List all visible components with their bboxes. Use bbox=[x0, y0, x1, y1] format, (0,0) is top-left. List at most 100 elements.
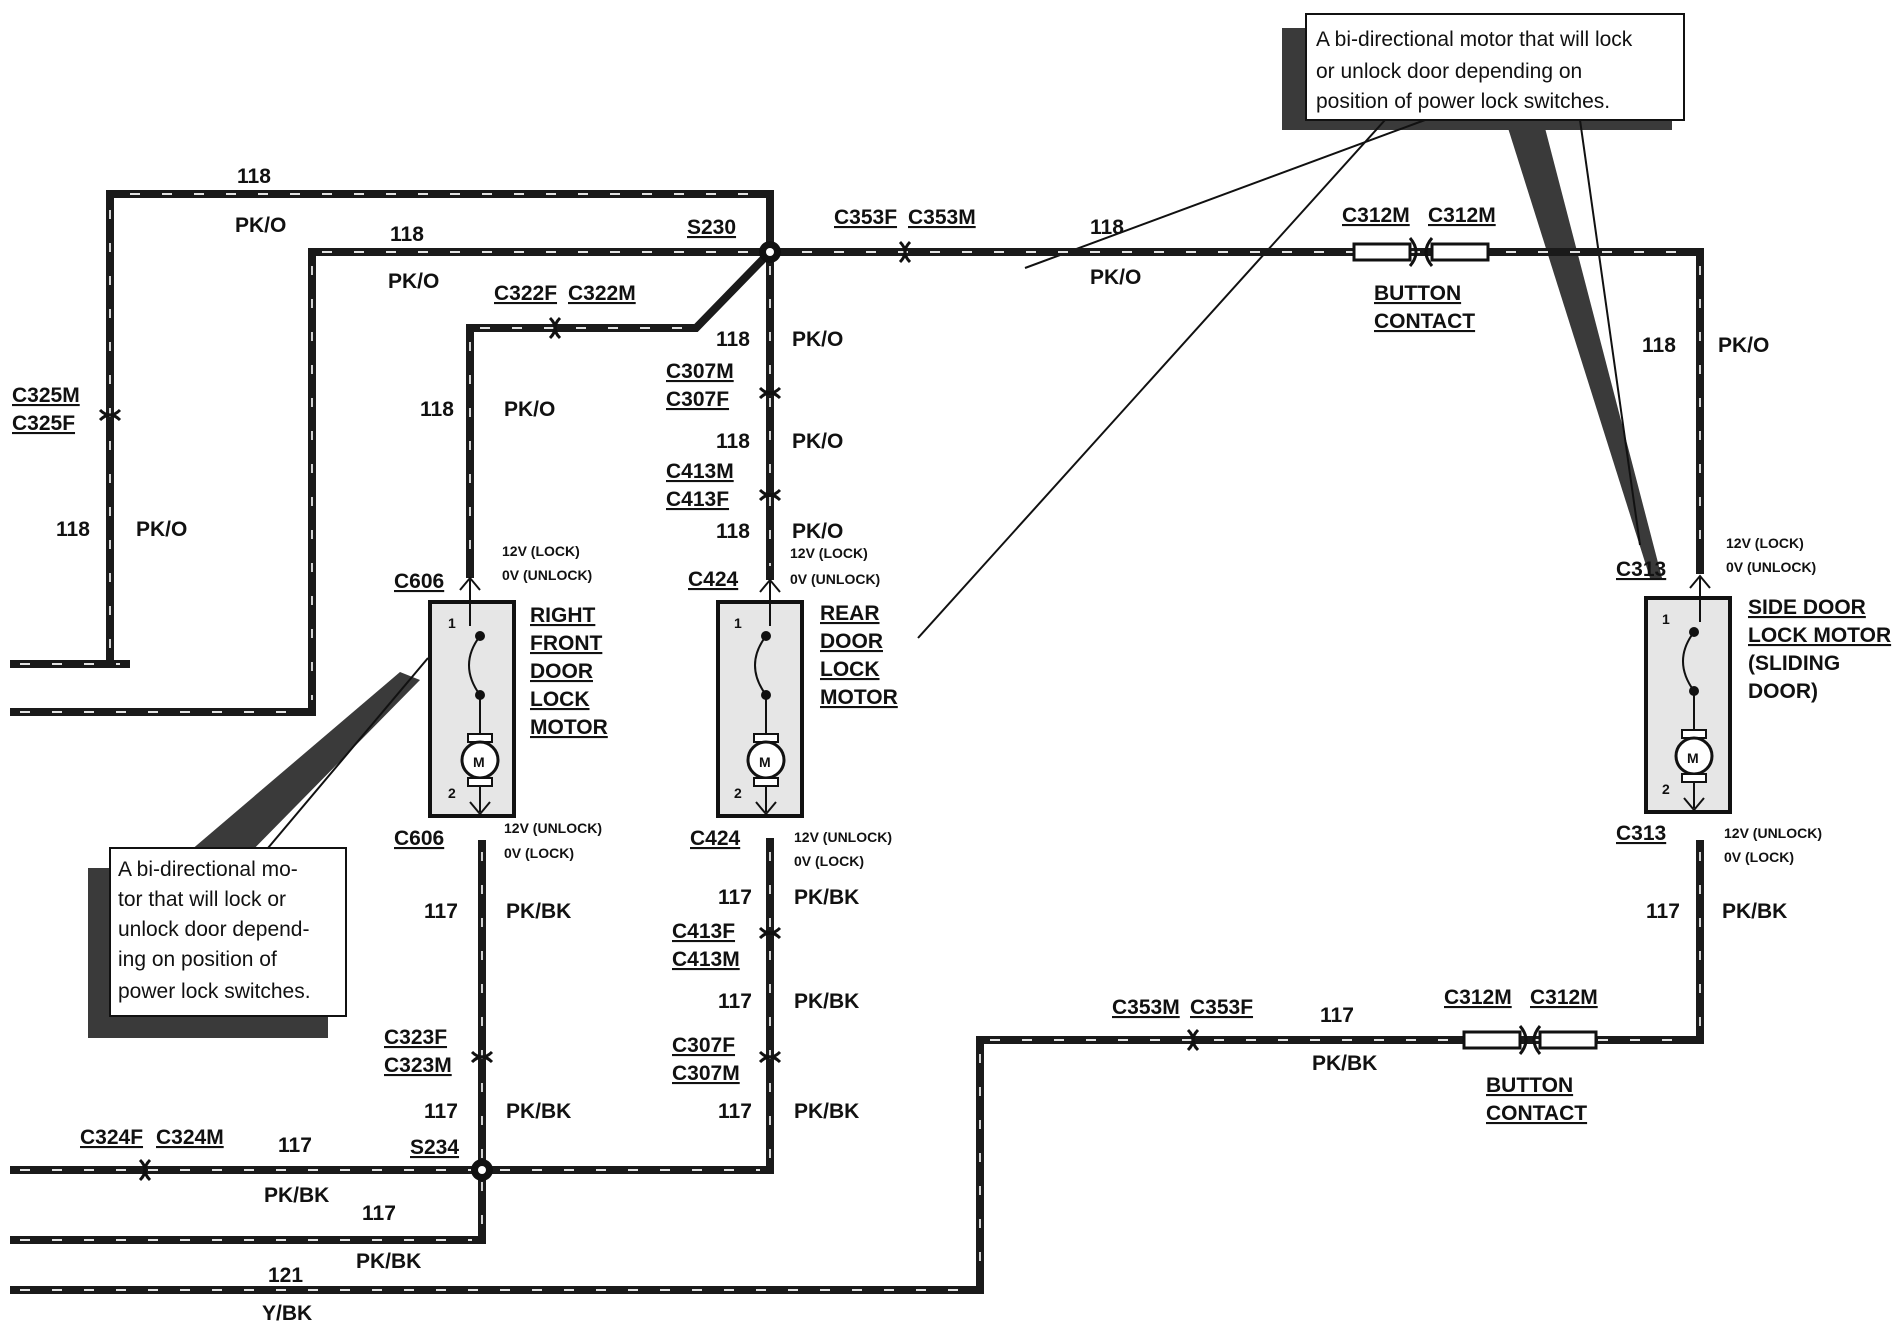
motor-right-front-pin1: 1 bbox=[448, 615, 456, 631]
title-side-1: SIDE DOOR bbox=[1748, 596, 1866, 619]
label-c413-bot-f: C413F bbox=[672, 920, 735, 943]
label-rear-state-top-2: 0V (UNLOCK) bbox=[790, 571, 880, 587]
c312-bot-symbol-b bbox=[1532, 1025, 1542, 1055]
label-pko-main: PK/O bbox=[388, 270, 439, 293]
motor-rear-pin2: 2 bbox=[734, 785, 742, 801]
label-117-bottom-2: 117 bbox=[362, 1202, 396, 1225]
c324-symbol-b bbox=[138, 1158, 147, 1182]
motor-side-pin2: 2 bbox=[1662, 781, 1670, 797]
label-118-main: 118 bbox=[390, 223, 424, 246]
label-c312-top-a: C312M bbox=[1342, 204, 1410, 227]
note-top-box bbox=[1305, 13, 1685, 121]
motor-right-front: M 1 2 bbox=[428, 576, 516, 818]
label-pkbk-rear-1: PK/BK bbox=[794, 886, 859, 909]
wire-118-outer-loop bbox=[106, 190, 774, 664]
label-c413-top-m: C413M bbox=[666, 460, 734, 483]
label-pko-side: PK/O bbox=[1718, 334, 1769, 357]
splice-s230-center bbox=[766, 248, 774, 256]
c353-top-symbol-b bbox=[898, 240, 907, 264]
c312-top-symbol-a bbox=[1408, 237, 1418, 267]
label-118-top-loop: 118 bbox=[237, 165, 271, 188]
motor-right-front-switch bbox=[468, 635, 481, 696]
label-118-rear-2: 118 bbox=[716, 430, 750, 453]
label-c353-bot-m: C353M bbox=[1112, 996, 1180, 1019]
label-rear-state-bot-2: 0V (LOCK) bbox=[794, 853, 864, 869]
label-c323-f: C323F bbox=[384, 1026, 447, 1049]
label-pko-rear-2: PK/O bbox=[792, 430, 843, 453]
label-pko-c325: PK/O bbox=[136, 518, 187, 541]
title-rf-2: FRONT bbox=[530, 632, 602, 655]
motor-side-pin2-arrow bbox=[1683, 782, 1705, 812]
c322-symbol-b bbox=[548, 316, 557, 340]
connector-symbols bbox=[98, 240, 1200, 1182]
wire-117-right-front bbox=[10, 840, 486, 1244]
label-pkbk-rear-2: PK/BK bbox=[794, 990, 859, 1013]
note-left-line-3: unlock door depend- bbox=[118, 918, 309, 941]
label-c324-f: C324F bbox=[80, 1126, 143, 1149]
note-top-leader-rear-2 bbox=[1024, 119, 1426, 269]
note-top-line-2: or unlock door depending on bbox=[1316, 60, 1582, 83]
label-pkbk-rear-3: PK/BK bbox=[794, 1100, 859, 1123]
title-rear-1: REAR bbox=[820, 602, 880, 625]
label-c313-bottom: C313 bbox=[1616, 822, 1666, 845]
label-c606-bottom: C606 bbox=[394, 827, 444, 850]
button-contact-top bbox=[1352, 237, 1490, 267]
title-side-2: LOCK MOTOR bbox=[1748, 624, 1891, 647]
motor-side-pin1-arrow bbox=[1689, 574, 1711, 622]
label-117-rear-1: 117 bbox=[718, 886, 752, 909]
label-118-top-run: 118 bbox=[1090, 216, 1124, 239]
motor-rear-pin2-arrow bbox=[755, 786, 777, 816]
motor-side-brush-bottom bbox=[1681, 773, 1707, 783]
label-118-rear-1: 118 bbox=[716, 328, 750, 351]
motor-rear: M 1 2 bbox=[716, 578, 804, 818]
note-top-line-3: position of power lock switches. bbox=[1316, 90, 1610, 113]
label-pkbk-side-run: PK/BK bbox=[1312, 1052, 1377, 1075]
label-c307-bot-f: C307F bbox=[672, 1034, 735, 1057]
motor-right-front-pin2-arrow bbox=[469, 786, 491, 816]
c325-female-symbol bbox=[98, 413, 122, 422]
label-c325-f: C325F bbox=[12, 412, 75, 435]
c312-top-left-plug bbox=[1352, 242, 1412, 262]
label-pkbk-bottom-2: PK/BK bbox=[356, 1250, 421, 1273]
label-c606-top: C606 bbox=[394, 570, 444, 593]
note-left-line-1: A bi-directional mo- bbox=[118, 858, 298, 881]
label-rf-state-top-1: 12V (LOCK) bbox=[502, 543, 580, 559]
title-rear-4: MOTOR bbox=[820, 686, 898, 709]
label-c313-top: C313 bbox=[1616, 558, 1666, 581]
title-rear-3: LOCK bbox=[820, 658, 880, 681]
motor-rear-pin1: 1 bbox=[734, 615, 742, 631]
label-117-rf-1: 117 bbox=[424, 900, 458, 923]
note-top-callout: A bi-directional motor that will lock or… bbox=[917, 13, 1685, 639]
label-c307-bot-m: C307M bbox=[672, 1062, 740, 1085]
label-117-bottom-1: 117 bbox=[278, 1134, 312, 1157]
note-left-line-4: ing on position of bbox=[118, 948, 277, 971]
label-117-side: 117 bbox=[1646, 900, 1680, 923]
c312-bot-symbol-a bbox=[1518, 1025, 1528, 1055]
label-s234: S234 bbox=[410, 1136, 459, 1159]
motor-rear-brush-bottom bbox=[753, 777, 779, 787]
c312-bot-left-plug bbox=[1462, 1030, 1522, 1050]
button-contact-bottom bbox=[1462, 1025, 1598, 1055]
label-c322-m: C322M bbox=[568, 282, 636, 305]
label-pko-top-run: PK/O bbox=[1090, 266, 1141, 289]
c307-bot-symbol-b bbox=[758, 1050, 782, 1059]
label-side-state-top-2: 0V (UNLOCK) bbox=[1726, 559, 1816, 575]
title-rear-2: DOOR bbox=[820, 630, 883, 653]
label-pko-rear-3: PK/O bbox=[792, 520, 843, 543]
label-c413-bot-m: C413M bbox=[672, 948, 740, 971]
label-118-side: 118 bbox=[1642, 334, 1676, 357]
c312-top-symbol-b bbox=[1424, 237, 1434, 267]
label-pkbk-side: PK/BK bbox=[1722, 900, 1787, 923]
label-rear-state-bot-1: 12V (UNLOCK) bbox=[794, 829, 892, 845]
title-rf-5: MOTOR bbox=[530, 716, 608, 739]
note-top-leader-rear bbox=[917, 119, 1386, 639]
label-c312-top-b: C312M bbox=[1428, 204, 1496, 227]
c353-bot-symbol-b bbox=[1191, 1028, 1200, 1052]
label-rf-state-top-2: 0V (UNLOCK) bbox=[502, 567, 592, 583]
label-121: 121 bbox=[268, 1264, 303, 1287]
label-c312-bot-b: C312M bbox=[1530, 986, 1598, 1009]
label-c424-bottom: C424 bbox=[690, 827, 741, 850]
c323-symbol-b bbox=[470, 1050, 494, 1059]
label-117-rear-2: 117 bbox=[718, 990, 752, 1013]
